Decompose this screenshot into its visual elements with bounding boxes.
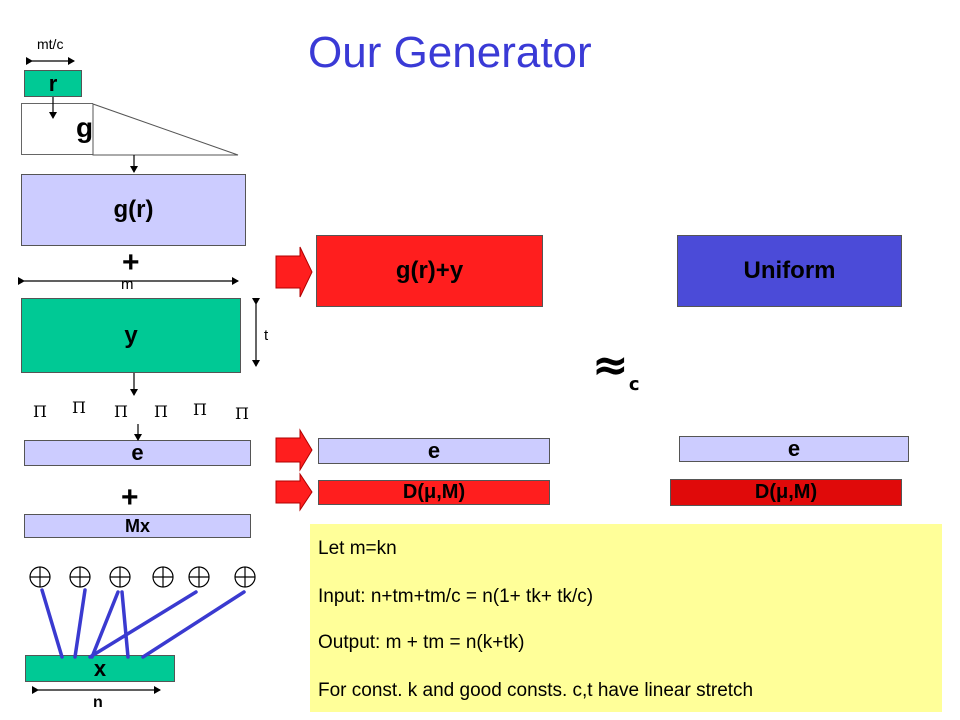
e-box-middle: e [318, 438, 550, 464]
pi-symbol: Π [193, 400, 207, 419]
pi-symbol: Π [33, 402, 47, 421]
note-line-4: For const. k and good consts. c,t have l… [318, 680, 754, 701]
mx-label: Mx [124, 515, 150, 536]
r-box: r [24, 70, 82, 97]
d-box-right: D(μ,M) [670, 479, 902, 506]
note-line-1: Let m=kn [318, 538, 397, 559]
arrow-to-e [275, 428, 313, 472]
d-box-middle: D(μ,M) [318, 480, 550, 505]
pi-symbol: Π [114, 402, 128, 421]
approx-subscript: c [628, 373, 640, 395]
e-box-right: e [679, 436, 909, 462]
pi-symbol: Π [235, 404, 249, 423]
g-triangle [92, 103, 239, 156]
g-label: g [76, 112, 94, 143]
gr-plus-y-label: g(r)+y [395, 257, 464, 284]
e-label: e [427, 438, 441, 463]
e-label: e [131, 440, 144, 465]
n-label: n [93, 694, 103, 711]
y-box: y [21, 298, 241, 373]
approx-symbol: ≈c [592, 340, 640, 395]
plus-sign-1: + [122, 246, 140, 279]
gr-label: g(r) [113, 196, 154, 223]
page-title: Our Generator [308, 28, 592, 77]
gr-box: g(r) [21, 174, 246, 246]
e-label: e [787, 436, 801, 461]
x-connection-lines [40, 588, 246, 659]
gr-plus-y-box: g(r)+y [316, 235, 543, 307]
red-arrows [275, 246, 313, 512]
uniform-box: Uniform [677, 235, 902, 307]
mx-box: Mx [24, 514, 251, 538]
r-label: r [48, 70, 58, 96]
x-label: x [93, 655, 107, 681]
mtc-label: mt/c [37, 36, 64, 52]
d-label: D(μ,M) [402, 481, 466, 503]
pi-symbol: Π [154, 402, 168, 421]
plus-sign-2: + [121, 481, 139, 514]
x-box: x [25, 655, 175, 682]
d-label: D(μ,M) [754, 481, 818, 503]
xor-circles [29, 566, 256, 588]
note-line-2: Input: n+tm+tm/c = n(1+ tk+ tk/c) [318, 586, 594, 607]
approx-sign: ≈ [592, 340, 629, 391]
note-line-3: Output: m + tm = n(k+tk) [318, 632, 525, 653]
arrow-to-gr-plus-y [275, 246, 313, 298]
uniform-label: Uniform [743, 257, 836, 284]
t-label: t [264, 327, 269, 344]
arrow-to-d [275, 472, 313, 512]
notes-box: Let m=kn Input: n+tm+tm/c = n(1+ tk+ tk/… [310, 524, 942, 712]
g-box [21, 103, 93, 155]
y-label: y [124, 321, 138, 349]
pi-symbol: Π [72, 398, 86, 417]
